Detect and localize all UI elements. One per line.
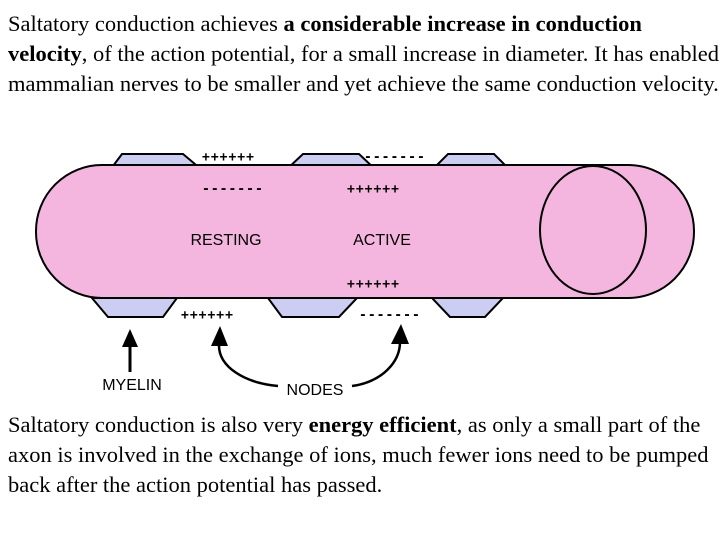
myelin-arrow xyxy=(122,329,138,372)
myelin-sheath-bottom-3 xyxy=(429,297,506,318)
bottom-paragraph-text-2: , as only a small part of the axon is in… xyxy=(8,412,709,497)
resting-label: RESTING xyxy=(190,232,261,249)
top-paragraph-text-2: , of the action potential, for a small i… xyxy=(8,41,719,96)
myelin-sheath-bottom-2 xyxy=(266,297,360,318)
top-paragraph-text-1: Saltatory conduction achieves xyxy=(8,11,284,36)
bottom-paragraph: Saltatory conduction is also very energy… xyxy=(8,410,720,500)
bottom-paragraph-text-1: Saltatory conduction is also very xyxy=(8,412,309,437)
resting-inner-top-charges: ------- xyxy=(202,182,264,197)
myelin-sheath-bottom-1 xyxy=(89,297,179,318)
resting-outer-top-charges: ++++++ xyxy=(202,150,255,165)
top-paragraph: Saltatory conduction achieves a consider… xyxy=(8,9,720,99)
resting-outer-bottom-charges: ++++++ xyxy=(181,308,234,323)
myelin-label: MYELIN xyxy=(102,377,162,394)
active-outer-bottom-charges: ------- xyxy=(359,308,421,323)
axon-body xyxy=(35,164,695,299)
axon-cut-end xyxy=(539,165,647,295)
active-inner-bottom-charges: ++++++ xyxy=(347,277,400,292)
active-inner-top-charges: ++++++ xyxy=(347,182,400,197)
active-label: ACTIVE xyxy=(353,232,411,249)
top-paragraph-bold: a considerable increase in conduction ve… xyxy=(8,11,642,66)
nodes-arrow-right xyxy=(351,324,409,388)
nodes-arrow-left xyxy=(211,326,279,388)
bottom-paragraph-bold: energy efficient xyxy=(308,412,457,437)
nodes-label: NODES xyxy=(287,382,344,399)
active-outer-top-charges: ------- xyxy=(364,150,426,165)
